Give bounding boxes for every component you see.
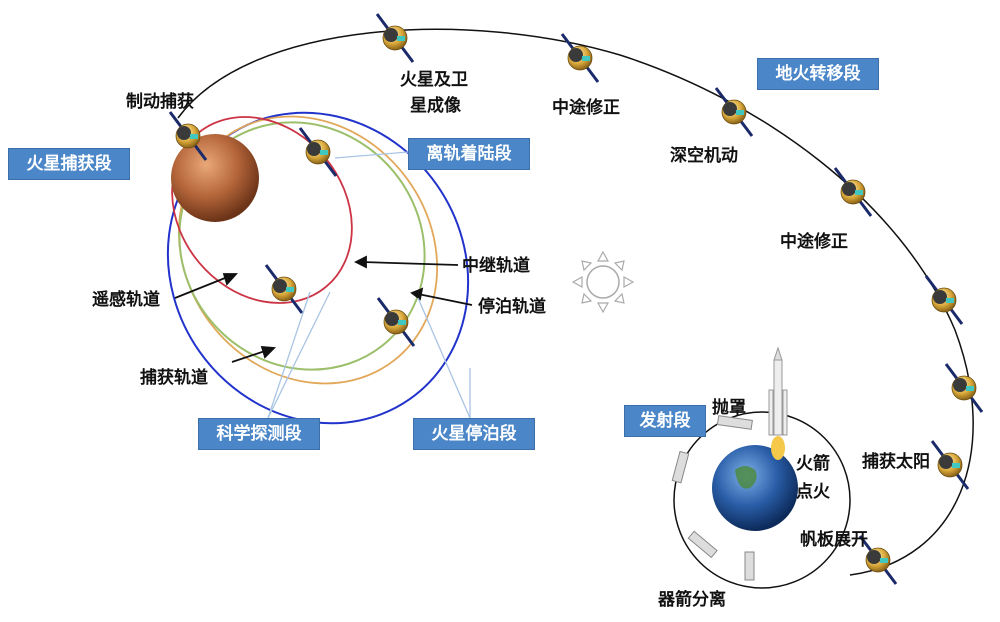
mars-planet: [171, 134, 259, 222]
label-separation: 器箭分离: [658, 590, 726, 610]
label-panel-deploy: 帆板展开: [800, 530, 868, 550]
phase-launch-box: 发射段: [624, 405, 706, 437]
label-imaging-line1: 火星及卫: [400, 70, 468, 90]
fairing-object: [716, 415, 753, 430]
sun-icon: [571, 250, 635, 314]
label-fairing: 抛罩: [712, 398, 746, 418]
label-braking-capture: 制动捕获: [126, 92, 194, 112]
probe-deorbit: [298, 126, 338, 178]
phase-science-box: 科学探测段: [198, 418, 320, 450]
label-tcm1: 中途修正: [552, 98, 620, 118]
probe-tcm1: [560, 32, 600, 84]
probe-tcm2: [833, 166, 873, 218]
label-ignition-line1: 火箭: [796, 454, 830, 474]
label-remote-orbit: 遥感轨道: [92, 290, 160, 310]
phase-parking-box: 火星停泊段: [413, 418, 535, 450]
label-capture-orbit: 捕获轨道: [140, 368, 208, 388]
rocket-icon: [768, 346, 788, 460]
label-tcm2: 中途修正: [780, 232, 848, 252]
label-parking-orbit: 停泊轨道: [478, 297, 546, 317]
probe-sun-capture: [930, 439, 970, 491]
probe-mid2: [944, 362, 984, 414]
phase-capture-box: 火星捕获段: [8, 148, 130, 180]
label-sun-capture: 捕获太阳: [862, 452, 930, 472]
label-imaging-line2: 星成像: [410, 96, 461, 116]
probe-mid1: [924, 274, 964, 326]
probe-deep-space: [714, 86, 754, 138]
transfer-trajectory: [177, 28, 974, 576]
stage-object-3: [744, 551, 755, 581]
label-relay-orbit: 中继轨道: [462, 256, 530, 276]
earth-planet: [712, 445, 798, 531]
probe-imaging: [375, 12, 415, 64]
label-deep-space: 深空机动: [670, 146, 738, 166]
phase-transfer-box: 地火转移段: [757, 58, 879, 90]
stage-object-1: [671, 450, 690, 484]
label-ignition-line2: 点火: [796, 482, 830, 502]
launch-loop: [673, 411, 851, 589]
probe-remote: [264, 263, 304, 315]
probe-parking: [376, 296, 416, 348]
stage-object-2: [687, 530, 718, 559]
phase-deorbit-box: 离轨着陆段: [408, 138, 530, 170]
